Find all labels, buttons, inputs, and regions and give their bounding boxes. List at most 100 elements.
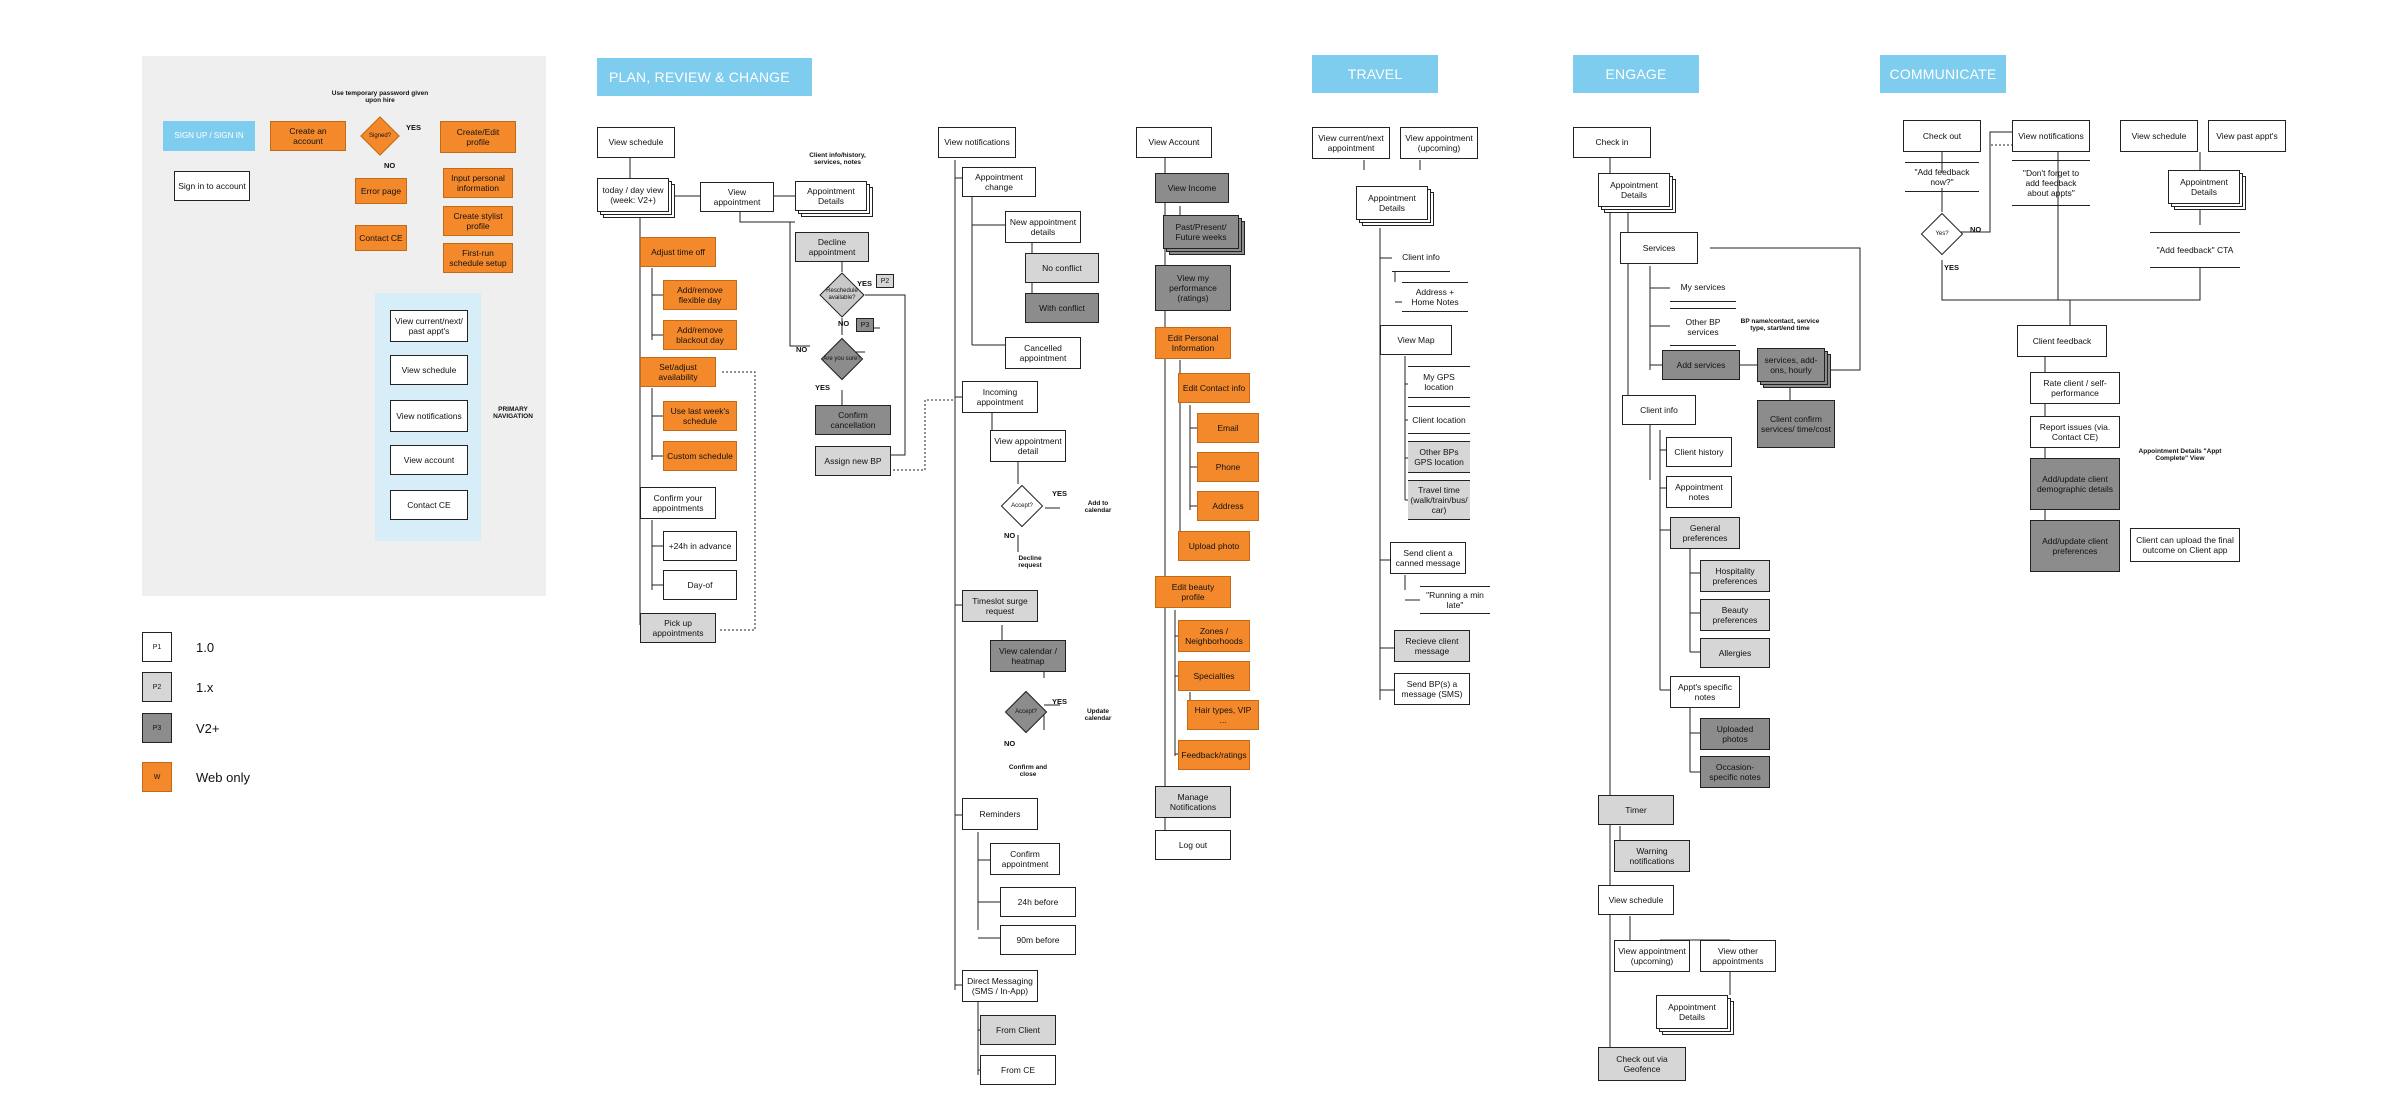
upload-photo-node[interactable]: Upload photo bbox=[1178, 531, 1250, 561]
engage-appointment-details2-node[interactable]: Appointment Details bbox=[1656, 995, 1728, 1029]
edit-beauty-profile-node[interactable]: Edit beauty profile bbox=[1155, 576, 1231, 608]
appointment-details-schedule-node[interactable]: Appointment Details bbox=[795, 181, 867, 211]
direct-messaging-node[interactable]: Direct Messaging (SMS / In-App) bbox=[962, 970, 1038, 1002]
view-notifications-node[interactable]: View notifications bbox=[938, 127, 1016, 158]
appointment-change-node[interactable]: Appointment change bbox=[962, 167, 1036, 197]
view-performance-node[interactable]: View my performance (ratings) bbox=[1155, 265, 1231, 311]
edit-personal-info-node[interactable]: Edit Personal Information bbox=[1155, 327, 1231, 359]
view-appointment-detail-node[interactable]: View appointment detail bbox=[990, 430, 1066, 462]
contact-ce-onboarding-node[interactable]: Contact CE bbox=[355, 225, 407, 251]
add-demographic-node[interactable]: Add/update client demographic details bbox=[2030, 458, 2120, 510]
set-adjust-availability-node[interactable]: Set/adjust availability bbox=[640, 357, 716, 387]
pick-up-appointments-node[interactable]: Pick up appointments bbox=[640, 613, 716, 643]
view-income-node[interactable]: View Income bbox=[1155, 173, 1229, 203]
use-last-week-node[interactable]: Use last week's schedule bbox=[663, 401, 737, 431]
allergies-node[interactable]: Allergies bbox=[1700, 638, 1770, 668]
from-client-node[interactable]: From Client bbox=[980, 1015, 1056, 1045]
advance-24h-node[interactable]: +24h in advance bbox=[663, 531, 737, 561]
engage-client-info-node[interactable]: Client info bbox=[1622, 395, 1696, 425]
view-current-next-appt-node[interactable]: View current/next appointment bbox=[1312, 127, 1390, 159]
input-personal-info-node[interactable]: Input personal information bbox=[443, 168, 513, 198]
edit-contact-info-node[interactable]: Edit Contact info bbox=[1178, 373, 1250, 403]
from-ce-node[interactable]: From CE bbox=[980, 1055, 1056, 1085]
feedback-ratings-node[interactable]: Feedback/ratings bbox=[1178, 740, 1250, 770]
create-edit-profile-node[interactable]: Create/Edit profile bbox=[440, 121, 516, 153]
create-account-node[interactable]: Create an account bbox=[270, 121, 346, 151]
beauty-preferences-node[interactable]: Beauty preferences bbox=[1700, 599, 1770, 631]
view-past-appts-node[interactable]: View past appt's bbox=[2208, 120, 2286, 152]
send-bp-message-node[interactable]: Send BP(s) a message (SMS) bbox=[1394, 673, 1470, 705]
error-page-node[interactable]: Error page bbox=[355, 178, 407, 204]
comm-view-schedule-node[interactable]: View schedule bbox=[2120, 120, 2198, 152]
send-canned-message-node[interactable]: Send client a canned message bbox=[1390, 542, 1466, 574]
view-schedule-node[interactable]: View schedule bbox=[597, 127, 675, 158]
occasion-notes-node[interactable]: Occasion-specific notes bbox=[1700, 756, 1770, 788]
confirm-your-appointments-node[interactable]: Confirm your appointments bbox=[640, 487, 716, 519]
view-appointment-node[interactable]: View appointment bbox=[700, 182, 774, 212]
client-upload-node[interactable]: Client can upload the final outcome on C… bbox=[2130, 528, 2240, 562]
add-remove-blackout-day-node[interactable]: Add/remove blackout day bbox=[663, 320, 737, 350]
timer-node[interactable]: Timer bbox=[1598, 795, 1674, 825]
comm-appointment-details-node[interactable]: Appointment Details bbox=[2168, 170, 2240, 204]
with-conflict-node[interactable]: With conflict bbox=[1025, 293, 1099, 323]
specialties-node[interactable]: Specialties bbox=[1178, 661, 1250, 691]
engage-view-schedule-node[interactable]: View schedule bbox=[1598, 885, 1674, 915]
new-appointment-details-node[interactable]: New appointment details bbox=[1005, 211, 1081, 243]
nav-view-schedule[interactable]: View schedule bbox=[390, 355, 468, 385]
services-addons-node[interactable]: services, add-ons, hourly bbox=[1757, 348, 1825, 382]
past-present-future-node[interactable]: Past/Present/ Future weeks bbox=[1163, 215, 1239, 249]
view-upcoming-appt-node[interactable]: View appointment (upcoming) bbox=[1400, 127, 1478, 159]
engage-appointment-details-node[interactable]: Appointment Details bbox=[1598, 173, 1670, 207]
nav-contact-ce[interactable]: Contact CE bbox=[390, 490, 468, 520]
nav-view-account[interactable]: View account bbox=[390, 445, 468, 475]
appointment-notes-node[interactable]: Appointment notes bbox=[1666, 476, 1732, 508]
view-calendar-heatmap-node[interactable]: View calendar / heatmap bbox=[990, 640, 1066, 672]
sign-in-account-node[interactable]: Sign in to account bbox=[174, 171, 250, 201]
reminders-node[interactable]: Reminders bbox=[962, 798, 1038, 830]
services-node[interactable]: Services bbox=[1620, 232, 1698, 264]
warning-notifications-node[interactable]: Warning notifications bbox=[1614, 840, 1690, 872]
rate-client-node[interactable]: Rate client / self-performance bbox=[2030, 372, 2120, 404]
add-services-node[interactable]: Add services bbox=[1662, 350, 1740, 380]
assign-new-bp-node[interactable]: Assign new BP bbox=[815, 446, 891, 476]
nav-view-notifications[interactable]: View notifications bbox=[390, 400, 468, 432]
before-24h-node[interactable]: 24h before bbox=[1000, 887, 1076, 917]
view-account-node[interactable]: View Account bbox=[1136, 127, 1212, 158]
travel-appointment-details-node[interactable]: Appointment Details bbox=[1356, 186, 1428, 220]
appt-specific-notes-node[interactable]: Appt's specific notes bbox=[1670, 676, 1740, 708]
comm-view-notifications-node[interactable]: View notifications bbox=[2012, 120, 2090, 152]
signup-signin-node[interactable]: SIGN UP / SIGN IN bbox=[163, 121, 255, 151]
view-appointment-upcoming-node[interactable]: View appointment (upcoming) bbox=[1614, 940, 1690, 972]
client-history-node[interactable]: Client history bbox=[1666, 437, 1732, 467]
check-out-geofence-node[interactable]: Check out via Geofence bbox=[1598, 1047, 1686, 1081]
email-node[interactable]: Email bbox=[1197, 413, 1259, 443]
timeslot-surge-node[interactable]: Timeslot surge request bbox=[962, 590, 1038, 622]
first-run-setup-node[interactable]: First-run schedule setup bbox=[443, 243, 513, 273]
nav-view-current-appts[interactable]: View current/next/ past appt's bbox=[390, 310, 468, 342]
client-confirm-services-node[interactable]: Client confirm services/ time/cost bbox=[1757, 400, 1835, 448]
report-issues-node[interactable]: Report issues (via. Contact CE) bbox=[2030, 416, 2120, 448]
view-other-appointments-node[interactable]: View other appointments bbox=[1700, 940, 1776, 972]
add-remove-flex-day-node[interactable]: Add/remove flexible day bbox=[663, 280, 737, 310]
manage-notifications-node[interactable]: Manage Notifications bbox=[1155, 786, 1231, 818]
check-out-node[interactable]: Check out bbox=[1903, 120, 1981, 152]
hospitality-preferences-node[interactable]: Hospitality preferences bbox=[1700, 560, 1770, 592]
receive-client-message-node[interactable]: Recieve client message bbox=[1394, 630, 1470, 662]
phone-node[interactable]: Phone bbox=[1197, 452, 1259, 482]
uploaded-photos-node[interactable]: Uploaded photos bbox=[1700, 718, 1770, 750]
cancelled-appointment-node[interactable]: Cancelled appointment bbox=[1005, 337, 1081, 369]
before-90m-node[interactable]: 90m before bbox=[1000, 925, 1076, 955]
zones-node[interactable]: Zones / Neighborhoods bbox=[1178, 620, 1250, 652]
today-day-view-node[interactable]: today / day view (week: V2+) bbox=[597, 178, 669, 212]
day-of-node[interactable]: Day-of bbox=[663, 570, 737, 600]
create-stylist-profile-node[interactable]: Create stylist profile bbox=[443, 206, 513, 236]
log-out-node[interactable]: Log out bbox=[1155, 830, 1231, 860]
check-in-node[interactable]: Check in bbox=[1573, 127, 1651, 158]
address-node[interactable]: Address bbox=[1197, 491, 1259, 521]
general-preferences-node[interactable]: General preferences bbox=[1670, 517, 1740, 549]
custom-schedule-node[interactable]: Custom schedule bbox=[663, 441, 737, 471]
add-preferences-node[interactable]: Add/update client preferences bbox=[2030, 520, 2120, 572]
no-conflict-node[interactable]: No conflict bbox=[1025, 253, 1099, 283]
confirm-appointment-node[interactable]: Confirm appointment bbox=[990, 843, 1060, 875]
decline-appointment-node[interactable]: Decline appointment bbox=[795, 232, 869, 262]
